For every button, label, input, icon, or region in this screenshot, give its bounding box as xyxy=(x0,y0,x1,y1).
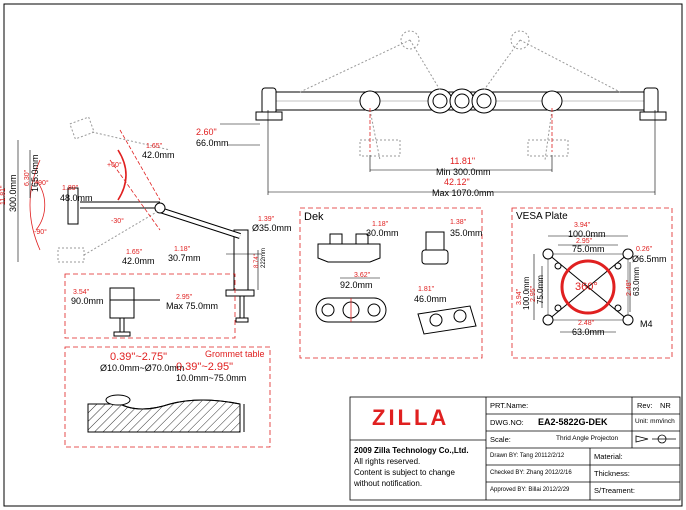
dek-title: Dek xyxy=(304,211,324,223)
clamp-w-mm: 90.0mm xyxy=(71,296,104,306)
projection-text: Thrid Angle Projecton xyxy=(556,435,619,442)
dwg-value: EA2-5822G-DEK xyxy=(538,417,608,427)
side-ang-tilt-down: -30° xyxy=(111,218,124,225)
dek-c-in: 3.62" xyxy=(354,272,371,279)
side-arm-mm: 48.0mm xyxy=(60,193,93,203)
clamp-max-in: 2.95" xyxy=(176,294,193,301)
side-h-mm: 300.0mm xyxy=(8,174,18,212)
grommet-hole-mm: Ø10.0mm~Ø70.0mm xyxy=(100,363,185,373)
dek-b-mm: 35.0mm xyxy=(450,228,483,238)
dek-d-mm: 46.0mm xyxy=(414,294,447,304)
dek-d-in: 1.81" xyxy=(418,286,435,293)
treatment-label: S/Treament: xyxy=(594,486,635,495)
side-elbow-mm: 30.7mm xyxy=(168,253,201,263)
top-min-in: 11.81" xyxy=(450,156,476,166)
dwg-label: DWG.NO: xyxy=(490,418,524,427)
side-pole-in: 1.39" xyxy=(258,216,275,223)
unit-text: Unit: mm/inch xyxy=(635,418,675,425)
notice-text: Content is subject to change xyxy=(354,468,455,477)
clamp-drawing xyxy=(109,287,160,337)
rights-text: All rights reserved. xyxy=(354,457,421,466)
thickness-label: Thickness: xyxy=(594,469,630,478)
approved-by: Approved BY: Billai 2012/2/29 xyxy=(490,487,570,493)
vesa-hole-in: 0.26" xyxy=(636,246,653,253)
vesa-w2-in: 2.95" xyxy=(576,238,593,245)
checked-by: Checked BY: Zhang 2012/2/16 xyxy=(490,470,572,476)
side-ang-tilt-up: +60° xyxy=(107,162,122,169)
vesa-title: VESA Plate xyxy=(516,211,568,222)
side-arm-in: 1.89" xyxy=(62,185,79,192)
side-view-arm xyxy=(57,116,255,323)
dek-a-mm: 30.0mm xyxy=(366,228,399,238)
clamp-max-mm: Max 75.0mm xyxy=(166,301,219,311)
material-label: Material: xyxy=(594,452,623,461)
clamp-w-in: 3.54" xyxy=(73,289,90,296)
vesa-w1-mm: 100.0mm xyxy=(568,229,606,239)
side-pole-mm: Ø35.0mm xyxy=(252,223,292,233)
vesa-h2-mm: 75.0mm xyxy=(536,275,545,304)
grommet-hole-in: 0.39"~2.75" xyxy=(110,351,168,363)
top-height-in: 2.60" xyxy=(196,127,217,137)
side-ang-up: +90° xyxy=(34,180,49,187)
dek-c-mm: 92.0mm xyxy=(340,280,373,290)
vesa-hole-mm: Ø6.5mm xyxy=(632,254,667,264)
side-top-mm: 42.0mm xyxy=(142,150,175,160)
grommet-title: Grommet table xyxy=(205,349,265,359)
grommet-drawing xyxy=(87,394,245,433)
rev-label: Rev: xyxy=(637,401,653,410)
company-name: 2009 Zilla Technology Co.,Ltd. xyxy=(354,446,469,455)
top-height-mm: 66.0mm xyxy=(196,138,229,148)
scale-label: Scale: xyxy=(490,435,511,444)
prt-name-label: PRT.Name: xyxy=(490,401,529,410)
top-max-in: 42.12" xyxy=(444,177,470,187)
title-block-grid xyxy=(349,396,681,501)
zilla-logo: ZILLA xyxy=(372,405,450,430)
vesa-w2-mm: 75.0mm xyxy=(572,244,605,254)
side-ang-down: -90° xyxy=(34,229,47,236)
dek-a-in: 1.18" xyxy=(372,221,389,228)
vesa-b-in: 2.48" xyxy=(578,320,595,327)
vesa-drawing xyxy=(542,248,634,326)
side-elbow-in: 1.18" xyxy=(174,246,191,253)
vesa-w1-in: 3.94" xyxy=(574,222,591,229)
side-base-mm: 222mm xyxy=(261,247,267,268)
rev-value: NR xyxy=(660,401,671,410)
notice-text-2: without notification. xyxy=(354,479,423,488)
top-min-mm: Min 300.0mm xyxy=(436,167,491,177)
top-max-mm: Max 1070.0mm xyxy=(432,188,495,198)
top-view-arm xyxy=(255,30,667,161)
side-top-in: 1.65" xyxy=(146,143,163,150)
grommet-thick-in: 0.39"~2.95" xyxy=(176,361,234,373)
side-h-in: 11.81" xyxy=(0,185,7,205)
grommet-thick-mm: 10.0mm~75.0mm xyxy=(176,373,247,383)
vesa-r-mm: 63.0mm xyxy=(632,267,641,296)
side-bot-mm: 42.0mm xyxy=(122,256,155,266)
side-base-in: 8.74" xyxy=(254,254,260,268)
drawn-by: Drawn BY: Tang 20112/2/12 xyxy=(490,453,565,459)
vesa-b-mm: 63.0mm xyxy=(572,327,605,337)
side-bot-in: 1.65" xyxy=(126,249,143,256)
dek-b-in: 1.38" xyxy=(450,219,467,226)
vesa-rotation: 360° xyxy=(575,281,598,293)
vesa-screw: M4 xyxy=(640,319,653,329)
